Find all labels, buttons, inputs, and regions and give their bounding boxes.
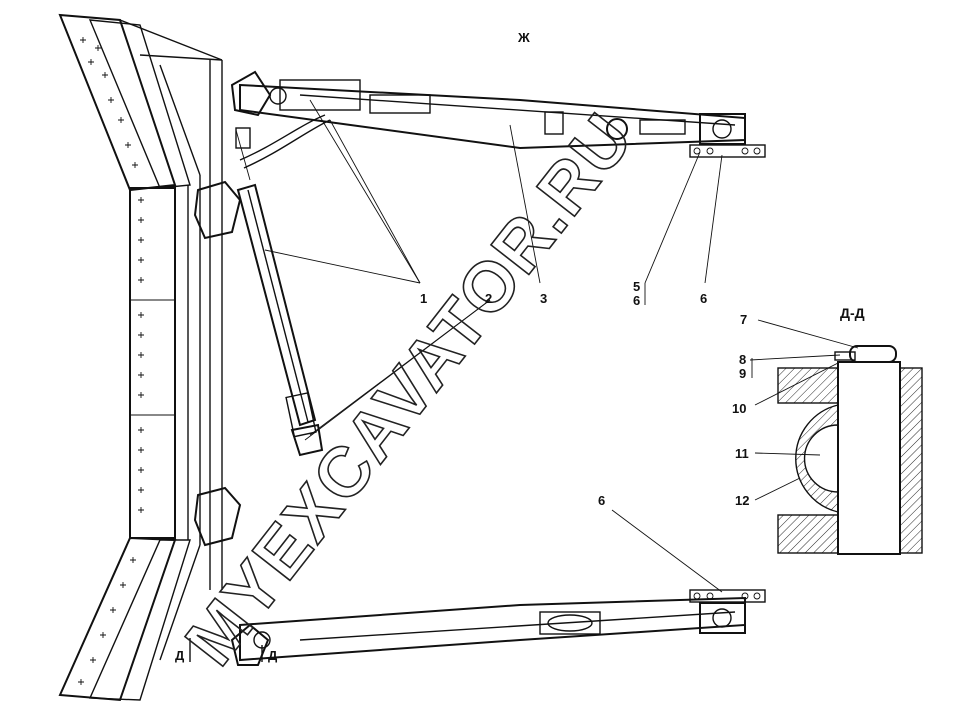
callout-11: 11 [735, 446, 749, 461]
upper-push-arm [230, 70, 766, 158]
callout-5: 5 [633, 279, 640, 294]
callout-9: 9 [739, 366, 746, 381]
watermark: MYEXCAVATOR.RU [170, 98, 648, 679]
callout-6-stacked: 6 [633, 293, 640, 308]
leader-lines [189, 99, 859, 662]
callout-10: 10 [732, 401, 746, 416]
callout-2: 2 [485, 291, 492, 306]
view-label: Ж [517, 30, 530, 45]
section-label: Д-Д [840, 305, 865, 321]
section-mark-right: Д [268, 648, 278, 663]
dozer-blade [58, 13, 242, 702]
callout-8: 8 [739, 352, 746, 367]
section-mark-left: Д [175, 648, 185, 663]
lower-push-arm [230, 589, 766, 666]
tilt-cylinder [235, 114, 331, 457]
callout-6-lower: 6 [598, 493, 605, 508]
callout-12: 12 [735, 493, 749, 508]
callout-1: 1 [420, 291, 427, 306]
section-view [777, 345, 923, 555]
callout-7: 7 [740, 312, 747, 327]
callout-3: 3 [540, 291, 547, 306]
callout-6-upper: 6 [700, 291, 707, 306]
